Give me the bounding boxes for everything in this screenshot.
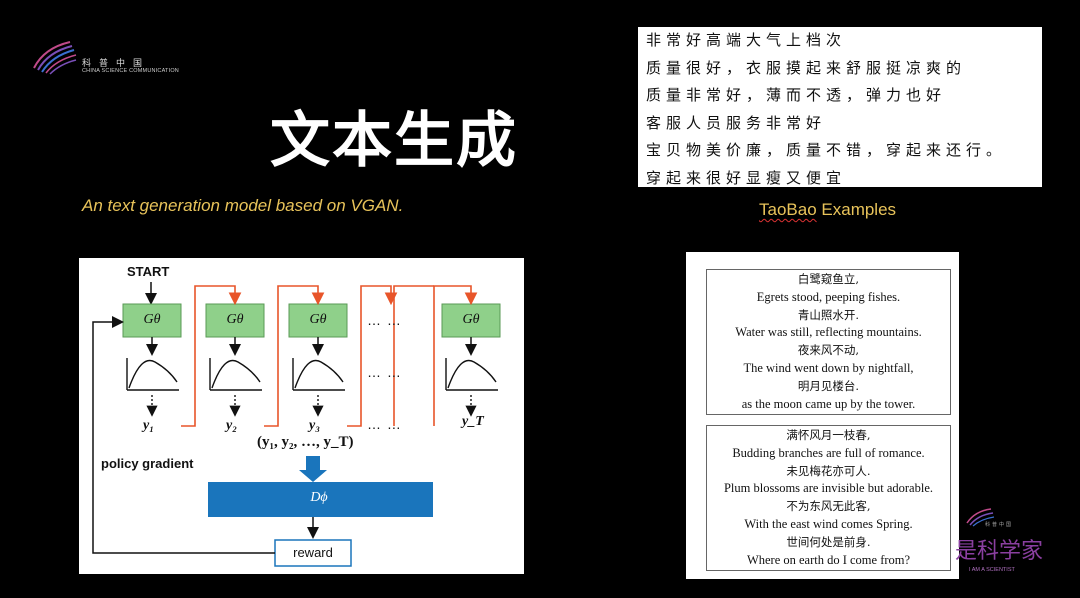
scientist-logo-text: 是科学家 bbox=[955, 539, 1044, 564]
down-arrow-icon bbox=[299, 456, 327, 482]
taobao-line: 非常好高端大气上档次 bbox=[646, 31, 847, 49]
poem-line: The wind went down by nightfall, bbox=[743, 360, 914, 375]
taobao-caption: TaoBao Examples bbox=[759, 200, 896, 220]
logo-cn-text: 科普中国 bbox=[82, 59, 151, 69]
taobao-line: 质量很好，衣服摸起来舒服挺凉爽的 bbox=[646, 58, 967, 77]
taobao-line: 客服人员服务非常好 bbox=[646, 113, 827, 132]
policy-gradient-label: policy gradient bbox=[101, 456, 194, 471]
generator-label: Gθ bbox=[462, 312, 480, 327]
poem-box: 白鹭窥鱼立, Egrets stood, peeping fishes. 青山照… bbox=[706, 269, 951, 415]
output-label-y3: y₃ bbox=[309, 418, 321, 433]
poem-line: 白鹭窥鱼立, bbox=[797, 272, 860, 286]
output-label-y2: y₂ bbox=[226, 418, 238, 433]
ellipsis: … … bbox=[367, 416, 402, 432]
ellipsis: … … bbox=[367, 364, 402, 380]
taobao-caption-word: TaoBao bbox=[759, 200, 817, 219]
reward-label: reward bbox=[293, 545, 333, 560]
poem-line: 世间何处是前身. bbox=[786, 534, 871, 549]
poem-line: Egrets stood, peeping fishes. bbox=[756, 289, 901, 304]
poem-line: 未见梅花亦可人. bbox=[786, 463, 871, 478]
subtitle: An text generation model based on VGAN. bbox=[82, 196, 404, 215]
poem-line: 满怀风月一枝春, bbox=[786, 428, 871, 442]
generator-label: Gθ bbox=[143, 312, 161, 327]
poem-line: Plum blossoms are invisible but adorable… bbox=[723, 481, 933, 496]
ellipsis: … … bbox=[367, 312, 402, 328]
poem-line: 夜来风不动, bbox=[797, 343, 860, 358]
poem-box: 满怀风月一枝春, Budding branches are full of ro… bbox=[706, 425, 951, 571]
seqgan-diagram: START Gθ Gθ Gθ Gθ … … … … … … y₁ y₂ y₃ y… bbox=[79, 258, 524, 574]
policy-gradient-arrow bbox=[92, 316, 275, 554]
poem-line: 青山照水开. bbox=[797, 307, 860, 322]
output-label-y1: y₁ bbox=[143, 418, 155, 433]
feedback-arrows bbox=[181, 285, 478, 427]
logo-en-text: CHINA SCIENCE COMMUNICATION bbox=[82, 68, 179, 74]
generator-label: Gθ bbox=[226, 312, 244, 327]
page-title: 文本生成 bbox=[270, 106, 518, 176]
china-science-logo: 科普中国 CHINA SCIENCE COMMUNICATION bbox=[30, 38, 200, 78]
reward-box bbox=[274, 539, 352, 567]
taobao-line: 穿起来很好显瘦又便宜 bbox=[646, 168, 847, 187]
logo-mark-icon bbox=[33, 41, 77, 75]
poem-line: Where on earth do I come from? bbox=[746, 552, 911, 567]
discriminator-label: Dϕ bbox=[310, 490, 328, 505]
scientist-logo-mark-icon bbox=[966, 508, 995, 527]
taobao-examples-box: 非常好高端大气上档次 质量很好，衣服摸起来舒服挺凉爽的 质量非常好，薄而不透，弹… bbox=[638, 27, 1042, 187]
scientist-logo-en: I AM A SCIENTIST bbox=[969, 567, 1015, 573]
poem-line: Water was still, reflecting mountains. bbox=[735, 325, 922, 340]
poem-panel: 白鹭窥鱼立, Egrets stood, peeping fishes. 青山照… bbox=[686, 252, 959, 579]
generator-label: Gθ bbox=[309, 312, 327, 327]
discriminator-box bbox=[208, 482, 433, 517]
poem-line: Budding branches are full of romance. bbox=[732, 445, 925, 460]
start-label: START bbox=[127, 264, 170, 279]
poem-line: as the moon came up by the tower. bbox=[741, 396, 916, 411]
taobao-line: 宝贝物美价廉，质量不错，穿起来还行。 bbox=[646, 141, 1007, 159]
output-label-yT: y_T bbox=[462, 414, 484, 429]
diagram-svg bbox=[92, 282, 501, 567]
taobao-line: 质量非常好，薄而不透，弹力也好 bbox=[646, 86, 947, 104]
poem-line: 明月见楼台. bbox=[797, 378, 860, 393]
scientist-logo: 科普中国 是科学家 I AM A SCIENTIST bbox=[955, 505, 1045, 580]
distribution-plots bbox=[126, 358, 498, 391]
poem-line: With the east wind comes Spring. bbox=[744, 516, 913, 531]
poem-line: 不为东风无此客, bbox=[786, 499, 871, 514]
sequence-label: (y₁, y₂, …, y_T) bbox=[257, 434, 354, 450]
scientist-logo-small: 科普中国 bbox=[985, 522, 1014, 528]
taobao-caption-rest: Examples bbox=[816, 200, 897, 219]
